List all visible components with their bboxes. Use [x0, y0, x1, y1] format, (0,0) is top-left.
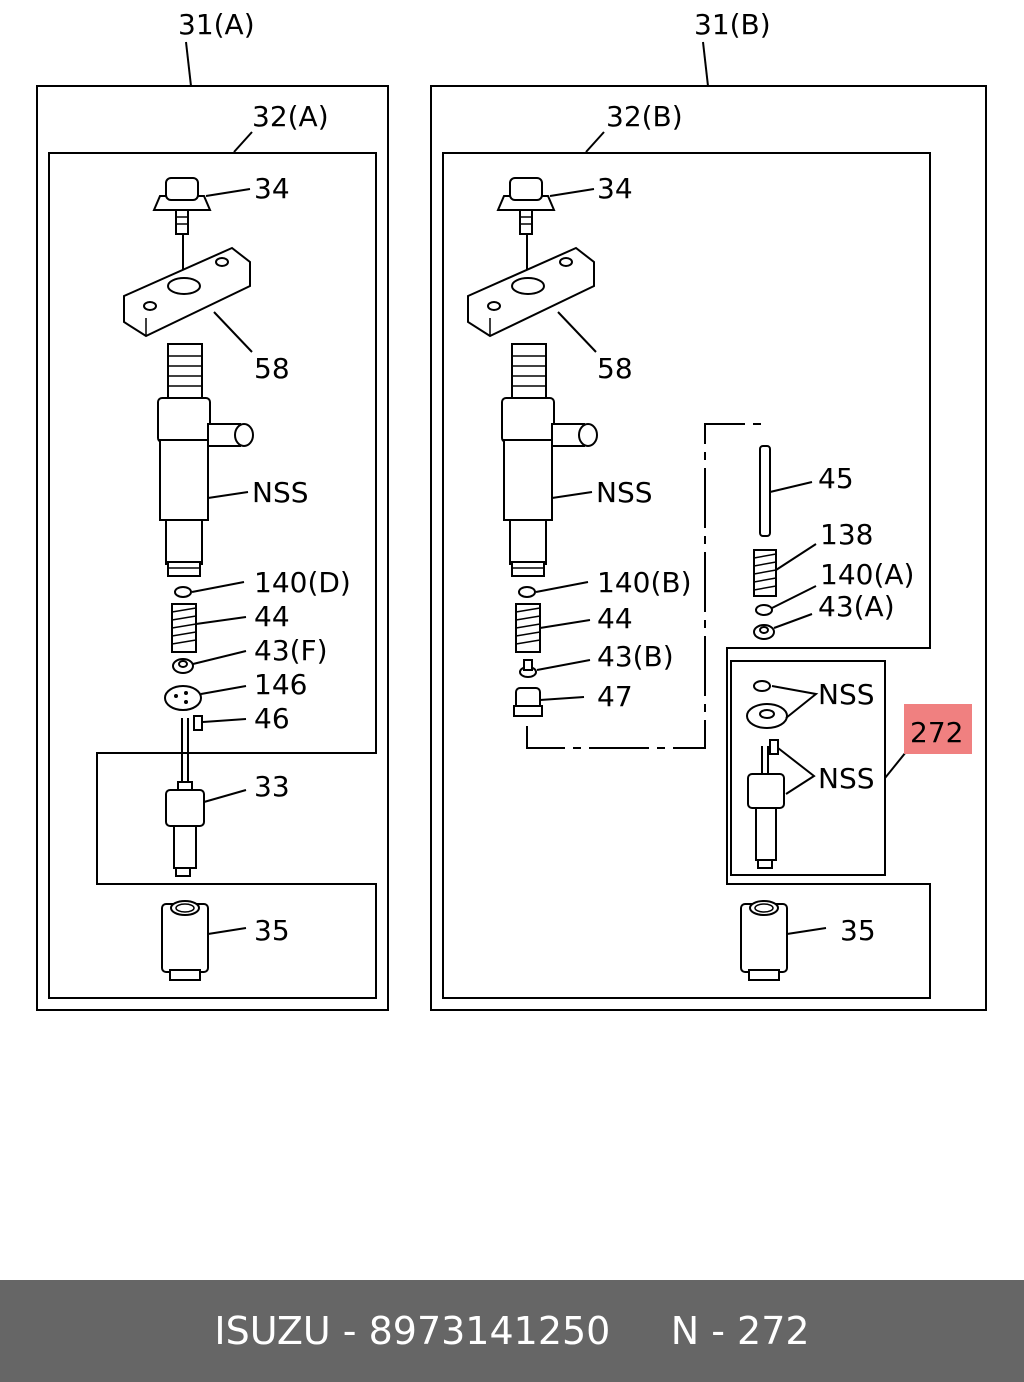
highlight-272-badge[interactable] — [904, 704, 972, 754]
o-ring-icon — [755, 604, 773, 616]
label-58b: 58 — [597, 352, 633, 385]
washer-icon — [172, 658, 194, 674]
o-ring-icon — [174, 586, 192, 598]
clamp-plate-icon — [467, 246, 595, 338]
footer-bar: ISUZU - 8973141250 N - 272 — [0, 1280, 1024, 1382]
pin-icon — [193, 715, 203, 731]
push-rod-icon — [759, 445, 771, 537]
label-146: 146 — [254, 668, 307, 701]
frame-32b — [442, 152, 931, 999]
label-43a: 43(A) — [818, 590, 895, 623]
label-nss-kit-1: NSS — [818, 678, 875, 711]
label-44a: 44 — [254, 600, 290, 633]
parts-diagram: 31(A) 32(A) 34 58 — [36, 8, 987, 1011]
injector-body-icon — [157, 343, 254, 577]
bolt-icon — [152, 177, 212, 235]
retaining-nut-icon — [161, 900, 209, 981]
label-58a: 58 — [254, 352, 290, 385]
label-31a: 31(A) — [178, 8, 255, 41]
label-nss-b: NSS — [596, 476, 653, 509]
label-43f: 43(F) — [254, 634, 328, 667]
spring-icon — [753, 549, 777, 597]
label-31b: 31(B) — [694, 8, 771, 41]
retaining-nut-icon — [740, 900, 788, 981]
footer-part-number: ISUZU - 8973141250 N - 272 — [214, 1309, 810, 1353]
label-47: 47 — [597, 680, 633, 713]
kit-washer-icon — [746, 680, 788, 729]
clamp-plate-icon — [123, 246, 251, 338]
bolt-icon — [496, 177, 556, 235]
label-140d: 140(D) — [254, 566, 351, 599]
assembly-a: 31(A) 32(A) 34 58 — [36, 8, 389, 1011]
spring-icon — [171, 603, 197, 653]
label-nss-a: NSS — [252, 476, 309, 509]
nozzle-icon — [165, 718, 205, 877]
label-nss-kit-2: NSS — [818, 762, 875, 795]
label-272-highlight: 272 — [910, 716, 963, 749]
label-44b: 44 — [597, 602, 633, 635]
label-32a: 32(A) — [252, 100, 329, 133]
label-35a: 35 — [254, 914, 290, 947]
spring-seat-icon — [519, 659, 537, 678]
assembly-b: 31(B) 32(B) 34 58 — [430, 8, 987, 1011]
label-43b: 43(B) — [597, 640, 674, 673]
kit-272-frame — [730, 660, 886, 876]
kit-nozzle-icon — [747, 739, 785, 869]
bracket-line — [526, 423, 764, 749]
frame-31b — [430, 85, 987, 1011]
label-34a: 34 — [254, 172, 290, 205]
washer-icon — [753, 624, 775, 640]
frame-31a — [36, 85, 389, 1011]
label-33: 33 — [254, 770, 290, 803]
o-ring-icon — [518, 586, 536, 598]
label-46: 46 — [254, 702, 290, 735]
spring-icon — [515, 603, 541, 653]
spacer-disc-icon — [164, 685, 202, 711]
label-140b: 140(B) — [597, 566, 692, 599]
label-140a: 140(A) — [820, 558, 914, 591]
label-45: 45 — [818, 462, 854, 495]
injector-body-icon — [501, 343, 598, 577]
label-34b: 34 — [597, 172, 633, 205]
label-35b: 35 — [840, 914, 876, 947]
label-138: 138 — [820, 518, 873, 551]
frame-32a — [48, 152, 377, 999]
label-32b: 32(B) — [606, 100, 683, 133]
cap-icon — [513, 687, 543, 717]
